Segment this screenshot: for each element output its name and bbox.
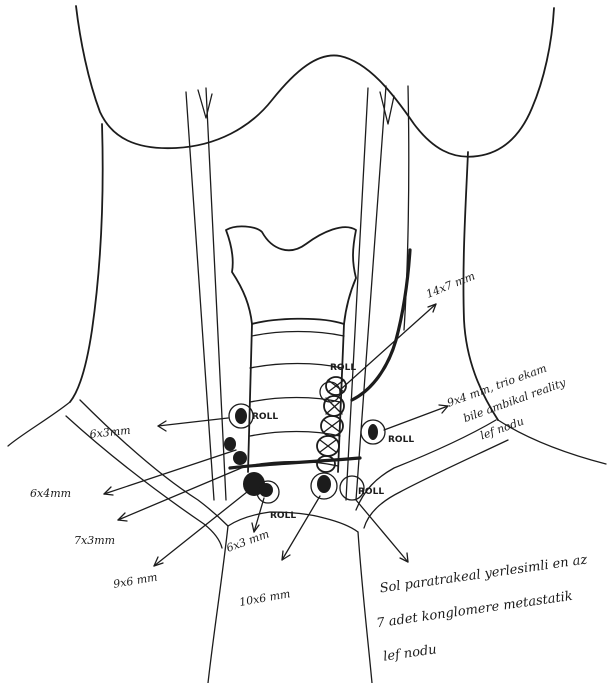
right-note-line-3: lef nodu <box>478 415 525 443</box>
bottom-note-line-3: lef nodu <box>382 642 437 664</box>
measurement-7x3: 7x3mm <box>74 534 115 547</box>
measurement-6x4: 6x4mm <box>30 487 71 500</box>
roll-label: ROLL <box>388 435 414 445</box>
measurement-6x3-upper: 6x3mm <box>89 424 131 441</box>
right-note: 9x4 mm, trio ekam bile ambikal reality l… <box>445 357 575 449</box>
roll-label: ROLL <box>252 412 278 422</box>
bottom-note: Sol paratrakeal yerlesimli en az 7 adet … <box>371 552 598 664</box>
roll-label: ROLL <box>358 487 384 497</box>
bottom-note-line-1: Sol paratrakeal yerlesimli en az <box>379 552 589 596</box>
roll-label: ROLL <box>270 511 296 521</box>
head-jaw-outline <box>76 6 554 157</box>
measurement-9x6: 9x6 mm <box>112 570 158 591</box>
neck-outline <box>8 124 606 464</box>
measurement-14x7: 14x7 mm <box>424 269 477 300</box>
nodes-right-paratracheal <box>224 408 378 497</box>
shoulders-clavicles <box>66 400 508 548</box>
measurement-6x3-lower: 6x3 mm <box>225 527 271 554</box>
measurement-10x6: 10x6 mm <box>238 587 291 609</box>
larynx-thyroid-cartilage <box>226 226 356 324</box>
roll-label: ROLL <box>330 363 356 373</box>
bottom-note-line-2: 7 adet konglomere metastatik <box>376 589 574 631</box>
